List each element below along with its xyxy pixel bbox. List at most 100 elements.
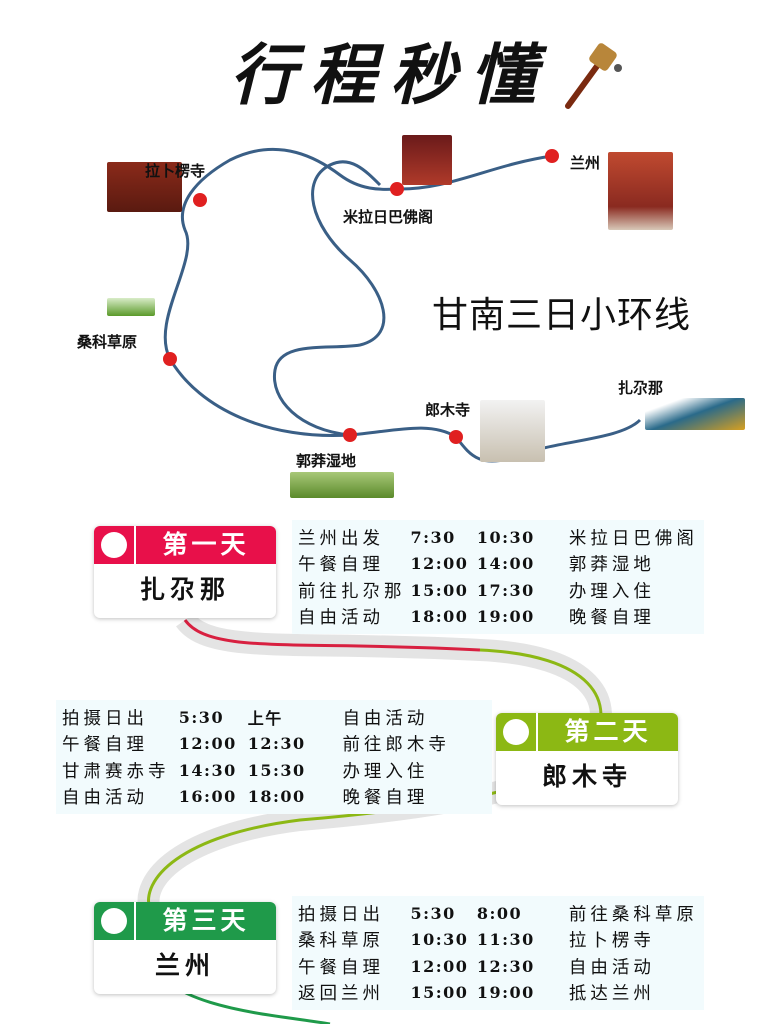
start-time: 15:00 <box>410 580 469 600</box>
end-time: 上午 <box>247 709 283 729</box>
next-activity: 拉卜楞寺 <box>568 931 655 952</box>
route-map <box>163 147 642 463</box>
stop-dot <box>390 182 404 196</box>
next-activity: 办理入住 <box>342 761 429 782</box>
schedule-row: 午餐自理 12:00 12:30 自由活动 <box>298 953 698 980</box>
activity: 兰州出发 <box>298 528 384 549</box>
end-time: 11:30 <box>476 930 535 950</box>
start-time: 15:00 <box>410 983 469 1003</box>
end-time: 17:30 <box>476 580 535 600</box>
activity: 桑科草原 <box>298 931 384 952</box>
schedule-row: 桑科草原 10:30 11:30 拉卜楞寺 <box>298 927 698 954</box>
activity: 自由活动 <box>298 608 384 629</box>
stop-dot <box>163 352 177 366</box>
schedule-row: 午餐自理 12:00 12:30 前往郎木寺 <box>62 731 486 758</box>
schedule-row: 自由活动 16:00 18:00 晚餐自理 <box>62 784 486 811</box>
milarepa-image <box>402 135 452 185</box>
next-activity: 晚餐自理 <box>342 788 429 809</box>
next-activity: 米拉日巴佛阁 <box>568 528 698 549</box>
stop-dot <box>449 430 463 444</box>
route-title: 甘南三日小环线 <box>432 295 692 336</box>
stop-label: 兰州 <box>570 154 601 172</box>
route-loop <box>272 160 386 437</box>
start-time: 14:30 <box>178 760 237 780</box>
end-time: 10:30 <box>476 527 535 547</box>
zhagana-image <box>645 398 745 430</box>
start-time: 18:00 <box>410 607 469 627</box>
schedule-row: 甘肃赛赤寺 14:30 15:30 办理入住 <box>62 757 486 784</box>
day-place: 兰州 <box>154 951 215 980</box>
leaf-icon <box>94 902 136 940</box>
stop-label: 桑科草原 <box>77 333 138 351</box>
wetland-image <box>290 472 394 498</box>
day3-badge: 第三天 兰州 <box>94 902 276 994</box>
day-label: 第三天 <box>136 902 276 940</box>
activity: 午餐自理 <box>298 957 384 978</box>
labrang-image <box>107 162 182 212</box>
next-activity: 自由活动 <box>568 957 655 978</box>
schedule-row: 午餐自理 12:00 14:00 郭莽湿地 <box>298 551 698 578</box>
start-time: 12:00 <box>410 956 469 976</box>
activity: 拍摄日出 <box>62 708 148 729</box>
start-time: 16:00 <box>178 787 237 807</box>
start-time: 7:30 <box>410 527 456 547</box>
page-title: 行程秒懂 <box>230 36 550 114</box>
start-time: 5:30 <box>178 707 225 727</box>
route-line <box>163 147 642 463</box>
schedule-row: 拍摄日出 5:30 上午 自由活动 <box>62 704 486 731</box>
tower-icon <box>94 526 136 564</box>
langmu-image <box>480 400 545 462</box>
day-place: 扎尕那 <box>139 575 230 604</box>
next-activity: 前往桑科草原 <box>568 904 698 925</box>
day-label: 第二天 <box>538 713 678 751</box>
end-time: 19:00 <box>476 983 535 1003</box>
stop-label: 郎木寺 <box>425 401 471 419</box>
day1-badge: 第一天 扎尕那 <box>94 526 276 618</box>
end-time: 19:00 <box>476 607 535 627</box>
stop-dot <box>545 149 559 163</box>
next-activity: 自由活动 <box>342 708 429 729</box>
next-activity: 郭莽湿地 <box>568 555 655 576</box>
stop-label: 米拉日巴佛阁 <box>343 208 434 226</box>
activity: 午餐自理 <box>62 735 148 756</box>
start-time: 12:00 <box>178 734 237 754</box>
stop-dot <box>193 193 207 207</box>
next-activity: 抵达兰州 <box>568 984 655 1005</box>
activity: 拍摄日出 <box>298 904 384 925</box>
activity: 甘肃赛赤寺 <box>62 761 170 782</box>
grassland-image <box>107 298 155 316</box>
end-time: 15:30 <box>247 760 306 780</box>
end-time: 12:30 <box>476 956 535 976</box>
stop-label: 扎尕那 <box>618 379 664 397</box>
stop-label: 拉卜楞寺 <box>145 162 206 180</box>
day-place: 郎木寺 <box>541 762 632 791</box>
schedule-row: 拍摄日出 5:30 8:00 前往桑科草原 <box>298 900 698 927</box>
end-time: 8:00 <box>476 903 523 923</box>
activity: 前往扎尕那 <box>298 581 406 602</box>
stop-dot <box>343 428 357 442</box>
next-activity: 前往郎木寺 <box>342 735 450 756</box>
next-activity: 办理入住 <box>568 581 655 602</box>
schedule-row: 兰州出发 7:30 10:30 米拉日巴佛阁 <box>298 524 698 551</box>
day-label: 第一天 <box>136 526 276 564</box>
pagoda-icon <box>496 713 538 751</box>
activity: 返回兰州 <box>298 984 384 1005</box>
activity: 午餐自理 <box>298 555 384 576</box>
end-time: 14:00 <box>476 554 535 574</box>
schedule-row: 返回兰州 15:00 19:00 抵达兰州 <box>298 980 698 1007</box>
start-time: 10:30 <box>410 930 469 950</box>
day2-badge: 第二天 郎木寺 <box>496 713 678 805</box>
activity: 自由活动 <box>62 788 148 809</box>
lanzhou-image <box>608 152 673 230</box>
start-time: 12:00 <box>410 554 469 574</box>
prayer-wheel-icon <box>560 40 630 110</box>
end-time: 12:30 <box>247 734 306 754</box>
stop-label: 郭莽湿地 <box>296 452 357 470</box>
start-time: 5:30 <box>410 903 456 923</box>
end-time: 18:00 <box>247 787 306 807</box>
